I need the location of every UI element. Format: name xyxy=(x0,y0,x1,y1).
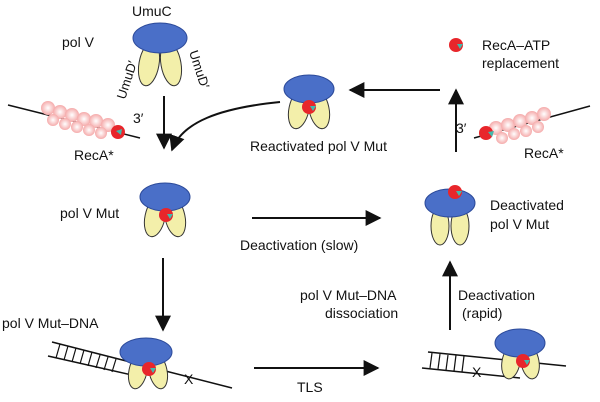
reca-segments-right xyxy=(489,107,551,144)
reca-star-right-label: RecA* xyxy=(524,145,564,161)
pol-v-label: pol V xyxy=(62,34,95,50)
reca-filament-right xyxy=(473,105,591,144)
three-prime-left-label: 3′ xyxy=(133,110,144,126)
reca-star-left-label: RecA* xyxy=(74,147,114,163)
umud-right-label: UmuD′ xyxy=(186,48,213,91)
umud-left-label: UmuD′ xyxy=(114,58,141,101)
dna-primer-strand-left xyxy=(47,355,133,376)
deactivation-rapid-label-line2: (rapid) xyxy=(462,305,502,321)
dna-template-strand-right xyxy=(427,351,567,367)
deactivation-slow-label: Deactivation (slow) xyxy=(240,237,358,253)
arrow-reactivated-to-mut xyxy=(169,101,281,152)
deactivated-pol-v-mut xyxy=(424,185,476,246)
deactivated-label-line1: Deactivated xyxy=(490,197,564,213)
reca-atp-legend xyxy=(449,38,463,52)
lesion-right: X xyxy=(472,364,482,380)
reca-filament-left xyxy=(7,101,141,139)
umuc-subunit xyxy=(132,22,188,54)
lesion-left: X xyxy=(184,371,194,387)
pol-v-mut xyxy=(139,182,191,238)
dna-primer-strand-right xyxy=(421,367,521,379)
pol-v-mut-label: pol V Mut xyxy=(60,205,119,221)
atp-left xyxy=(116,129,122,135)
reca-atp-label-line2: replacement xyxy=(482,55,559,71)
pol-v-mut-dna-label: pol V Mut–DNA xyxy=(2,315,99,331)
dna-right: X xyxy=(421,328,567,380)
reca-atp-right xyxy=(479,126,493,140)
dissociation-label-line1: pol V Mut–DNA xyxy=(300,287,397,303)
umuc-label: UmuC xyxy=(132,3,172,19)
deactivated-label-line2: pol V Mut xyxy=(490,216,549,232)
pol-v-complex xyxy=(132,22,188,87)
deactivation-rapid-label-line1: Deactivation xyxy=(458,287,535,303)
dna-rungs-right xyxy=(429,352,465,373)
reca-segments-left xyxy=(41,101,115,139)
atp-right xyxy=(488,131,494,137)
reactivated-label: Reactivated pol V Mut xyxy=(250,138,387,154)
three-prime-right-label: 3′ xyxy=(456,120,467,136)
reactivated-pol-v-mut xyxy=(283,74,335,130)
dna-rungs-left xyxy=(55,343,117,373)
dna-left: X xyxy=(47,337,233,390)
dissociation-label-line2: dissociation xyxy=(325,305,398,321)
tls-label: TLS xyxy=(297,379,323,395)
reca-atp-label-line1: RecA–ATP xyxy=(482,37,550,53)
